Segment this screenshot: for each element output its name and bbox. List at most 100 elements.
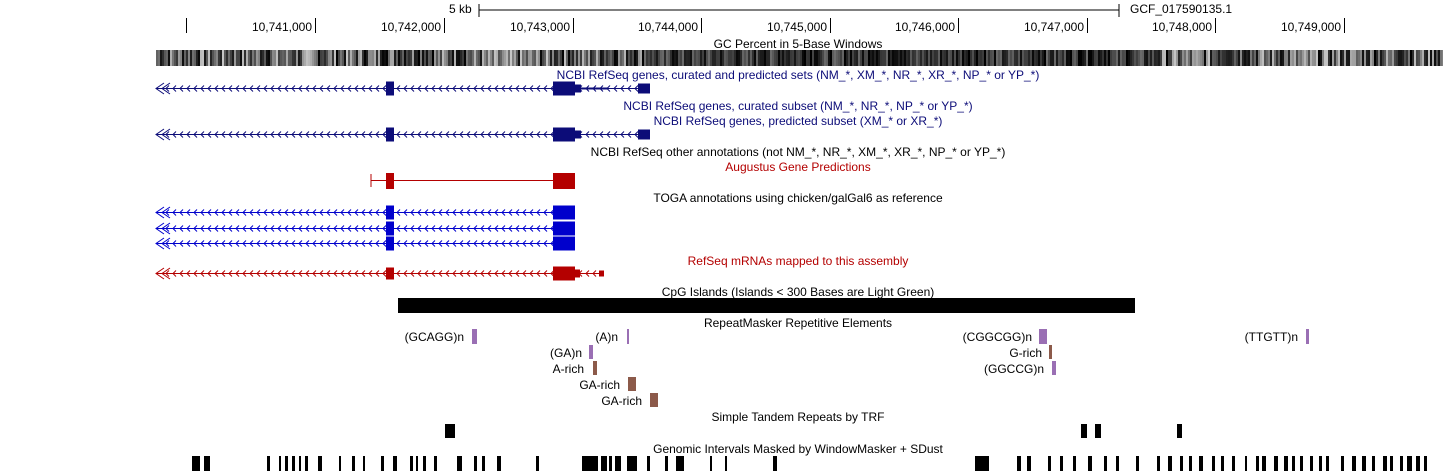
gc-window <box>1286 50 1288 66</box>
gc-window <box>588 50 590 66</box>
strand-arrow <box>424 131 429 138</box>
masked-interval <box>1060 456 1063 471</box>
gc-window <box>1190 50 1192 66</box>
gc-window <box>828 50 830 66</box>
gc-window <box>676 50 678 66</box>
gc-window <box>1344 50 1346 66</box>
gc-window <box>188 50 190 66</box>
repeat-label[interactable]: GA-rich <box>579 378 620 392</box>
track-title-trf[interactable]: Simple Tandem Repeats by TRF <box>711 410 885 424</box>
gc-window <box>1186 50 1188 66</box>
gc-window <box>402 50 404 66</box>
gc-window <box>712 50 714 66</box>
repeat-label[interactable]: GA-rich <box>601 394 642 408</box>
gc-window <box>622 50 624 66</box>
gc-window <box>1050 50 1052 66</box>
strand-arrow <box>515 270 520 277</box>
track-title-refseq-mrnas[interactable]: RefSeq mRNAs mapped to this assembly <box>687 254 909 268</box>
gc-window <box>724 50 726 66</box>
gc-window <box>878 50 880 66</box>
strand-arrow <box>221 225 226 232</box>
gc-window <box>726 50 728 66</box>
gc-window <box>1388 50 1390 66</box>
strand-end-arrow <box>161 128 171 141</box>
repeat-label[interactable]: (GCAGG)n <box>404 330 464 344</box>
track-title-repeatmasker[interactable]: RepeatMasker Repetitive Elements <box>703 316 893 330</box>
track-title-cpg-islands[interactable]: CpG Islands (Islands < 300 Bases are Lig… <box>661 285 935 299</box>
gc-window <box>996 50 998 66</box>
strand-arrow <box>354 85 359 92</box>
gc-window <box>784 50 786 66</box>
strand-arrow <box>207 240 212 247</box>
gc-window <box>1000 50 1002 66</box>
gc-window <box>936 50 938 66</box>
repeat-label[interactable]: (A)n <box>595 330 618 344</box>
gc-window <box>538 50 540 66</box>
gc-window <box>480 50 482 66</box>
gc-window <box>208 50 210 66</box>
strand-arrow <box>403 225 408 232</box>
masked-interval <box>1300 456 1303 471</box>
strand-arrow <box>620 85 625 92</box>
gc-window <box>1326 50 1328 66</box>
gc-window <box>1156 50 1158 66</box>
track-title-augustus[interactable]: Augustus Gene Predictions <box>725 160 871 174</box>
strand-arrow <box>333 240 338 247</box>
track-title-windowmasker[interactable]: Genomic Intervals Masked by WindowMasker… <box>653 442 943 456</box>
gc-window <box>292 50 294 66</box>
gc-window <box>1316 50 1318 66</box>
gc-window <box>548 50 550 66</box>
track-title-gc-percent[interactable]: GC Percent in 5-Base Windows <box>713 37 883 51</box>
gc-window <box>568 50 570 66</box>
strand-arrow <box>270 85 275 92</box>
gc-window <box>812 50 814 66</box>
gc-window <box>804 50 806 66</box>
strand-arrow <box>263 240 268 247</box>
strand-arrow <box>270 240 275 247</box>
gc-window <box>302 50 304 66</box>
gc-window <box>352 50 354 66</box>
repeat-label[interactable]: (TTGTT)n <box>1244 330 1298 344</box>
repeat-label[interactable]: (GA)n <box>549 346 582 360</box>
gc-window <box>1108 50 1110 66</box>
strand-arrow <box>508 209 513 216</box>
gc-window <box>1382 50 1384 66</box>
gc-window <box>1294 50 1296 66</box>
gc-window <box>976 50 978 66</box>
repeat-label[interactable]: A-rich <box>552 362 584 376</box>
gc-window <box>650 50 652 66</box>
gc-window <box>452 50 454 66</box>
strand-end-arrow <box>161 206 171 219</box>
repeat-label[interactable]: G-rich <box>1009 346 1042 360</box>
gc-window <box>1094 50 1096 66</box>
strand-arrow <box>179 270 184 277</box>
gc-window <box>872 50 874 66</box>
gc-window <box>886 50 888 66</box>
masked-interval <box>1284 456 1288 471</box>
track-title-refseq-predicted[interactable]: NCBI RefSeq genes, predicted subset (XM_… <box>653 114 943 128</box>
gc-window <box>578 50 580 66</box>
ruler-tick-label: 10,745,000 <box>766 20 827 34</box>
gc-window <box>162 50 164 66</box>
track-title-refseq-all[interactable]: NCBI RefSeq genes, curated and predicted… <box>556 68 1040 82</box>
exon-block <box>386 81 394 96</box>
strand-arrow <box>396 240 401 247</box>
strand-arrow <box>326 85 331 92</box>
gc-window <box>668 50 670 66</box>
track-title-refseq-other[interactable]: NCBI RefSeq other annotations (not NM_*,… <box>590 145 1006 159</box>
gc-window <box>752 50 754 66</box>
gc-window <box>1102 50 1104 66</box>
gc-window <box>458 50 460 66</box>
track-title-refseq-curated[interactable]: NCBI RefSeq genes, curated subset (NM_*,… <box>623 99 973 113</box>
gc-window <box>460 50 462 66</box>
repeat-label[interactable]: (GGCCG)n <box>984 362 1044 376</box>
track-title-toga[interactable]: TOGA annotations using chicken/galGal6 a… <box>653 191 943 205</box>
repeat-element <box>627 329 629 344</box>
gc-window <box>216 50 218 66</box>
gc-window <box>550 50 552 66</box>
strand-arrow <box>438 209 443 216</box>
strand-arrow <box>319 225 324 232</box>
repeat-label[interactable]: (CGGCGG)n <box>962 330 1032 344</box>
